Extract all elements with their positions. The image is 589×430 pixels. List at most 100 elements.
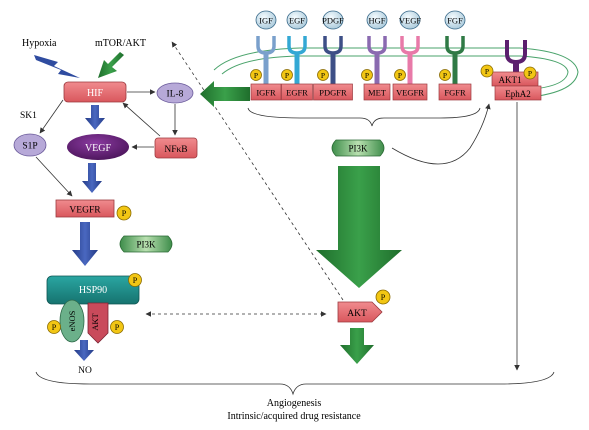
svg-text:P: P [52,323,57,332]
phospho-badge: P [375,289,391,305]
svg-text:P: P [398,71,402,80]
hif-to-vegf-blue-arrow [85,105,105,130]
akt1-label: AKT1 [499,75,522,85]
ligand-vegf: VEGF [399,10,421,30]
nfkb-to-hif-arrow [122,102,161,137]
receptor-igf-label: IGFR [256,88,276,98]
vegfr-to-hsp90-blue-arrow [72,222,98,266]
phospho-badge: P [480,64,494,78]
vegfr-box: VEGFR [55,199,115,218]
akt-right-label: AKT [347,309,367,319]
receptor-fgf: FGF FGFR P [438,10,472,101]
il8-label: IL-8 [167,90,184,100]
akt-right-node: AKT P [337,289,391,323]
s1p-to-vegfr-arrow [35,156,73,197]
svg-text:P: P [133,276,138,285]
phospho-badge: P [394,69,406,81]
phospho-badge: P [317,69,329,81]
ligand-pdgf: PDGF [322,10,344,30]
ligand-pdgf-label: PDGF [322,16,344,26]
ligand-igf: IGF [255,10,277,30]
phospho-badge: P [250,69,262,81]
s1p-label: S1P [22,142,37,152]
svg-text:P: P [321,71,325,80]
ligand-egf: EGF [286,10,308,30]
phospho-badge: P [361,69,373,81]
ligand-fgf: FGF [444,10,466,30]
receptor-brace [247,107,481,127]
receptor-fgf-label: FGFR [444,88,466,98]
vegfr-label: VEGFR [69,206,101,216]
receptor-vegf-label: VEGFR [396,88,424,98]
svg-text:P: P [485,67,489,76]
hif-box: HIF [63,81,127,103]
membrane [213,47,579,99]
svg-text:P: P [115,323,120,332]
svg-text:P: P [365,71,369,80]
phospho-badge: P [523,66,537,80]
ligand-egf-label: EGF [289,16,305,26]
hsp90-label: HSP90 [79,285,107,296]
enos-to-no-blue-arrow [74,340,94,361]
svg-text:P: P [528,69,532,78]
nfkb-label: NFκB [164,145,187,155]
hsp90-complex: HSP90 P eNOS AKT P P [46,273,142,344]
pi3k-left-label: PI3K [136,240,156,250]
epha2-label: EphA2 [505,89,531,99]
phospho-badge: P [281,69,293,81]
receptor-egf-label: EGFR [286,88,308,98]
hypoxia-label: Hypoxia [22,38,57,49]
outcome-line1: Angiogenesis [267,398,322,409]
epha2-receptor: AKT1 EphA2 P P [480,40,542,101]
sk1-label: SK1 [20,111,37,121]
phospho-badge: P [128,273,142,287]
il8-node: IL-8 [156,82,194,104]
pi3k-left: PI3K [119,235,173,253]
pi3k-to-akt-green-arrow [316,166,402,288]
no-label: NO [78,366,92,376]
phospho-badge: P [439,69,451,81]
mtor-green-arrow [98,52,124,78]
s1p-node: S1P [13,133,47,157]
receptor-group: IGFIGFRPEGFEGFRPPDGFPDGFRPHGFMETPVEGFVEG… [250,10,472,101]
hif-to-s1p-arrow [39,99,64,134]
receptor-vegf: VEGF VEGFR P [392,10,428,101]
hif-label: HIF [87,88,104,99]
nfkb-box: NFκB [154,137,198,159]
ligand-fgf-label: FGF [447,16,463,26]
outcome-line2: Intrinsic/acquired drug resistance [227,411,361,422]
akt-left-label: AKT [90,312,100,330]
receptor-hgf-label: MET [368,88,387,98]
pi3k-right: PI3K [331,139,385,157]
vegf-node: VEGF [67,134,129,160]
receptor-pdgf: PDGF PDGFR P [313,10,353,101]
receptor-igf: IGF IGFR P [250,10,282,101]
pi3k-to-epha2-arrow [391,103,491,165]
vegf-label: VEGF [85,143,112,154]
mtor-akt-label: mTOR/AKT [95,38,146,49]
vegf-to-vegfr-blue-arrow [82,163,102,193]
akt-down-green-arrow [340,328,374,364]
phospho-badge: P [110,320,124,334]
receptor-hgf: HGF MET P [361,10,391,101]
ligand-igf-label: IGF [259,16,273,26]
phospho-badge: P [47,320,61,334]
lightning-icon [34,55,80,78]
svg-text:P: P [443,71,447,80]
receptor-to-il8-green-arrow [200,81,250,107]
pi3k-right-label: PI3K [348,144,368,154]
svg-text:P: P [381,293,386,302]
akt-left-node: AKT [87,302,109,344]
phospho-badge: P [116,205,132,221]
receptor-egf: EGF EGFR P [281,10,313,101]
enos-node: eNOS [59,299,85,343]
receptor-pdgf-label: PDGFR [319,88,347,98]
ligand-hgf: HGF [366,10,388,30]
svg-text:P: P [285,71,289,80]
ligand-vegf-label: VEGF [399,16,421,26]
ligand-hgf-label: HGF [368,16,385,26]
svg-text:P: P [254,71,258,80]
enos-label: eNOS [67,310,77,331]
svg-text:P: P [122,209,127,218]
